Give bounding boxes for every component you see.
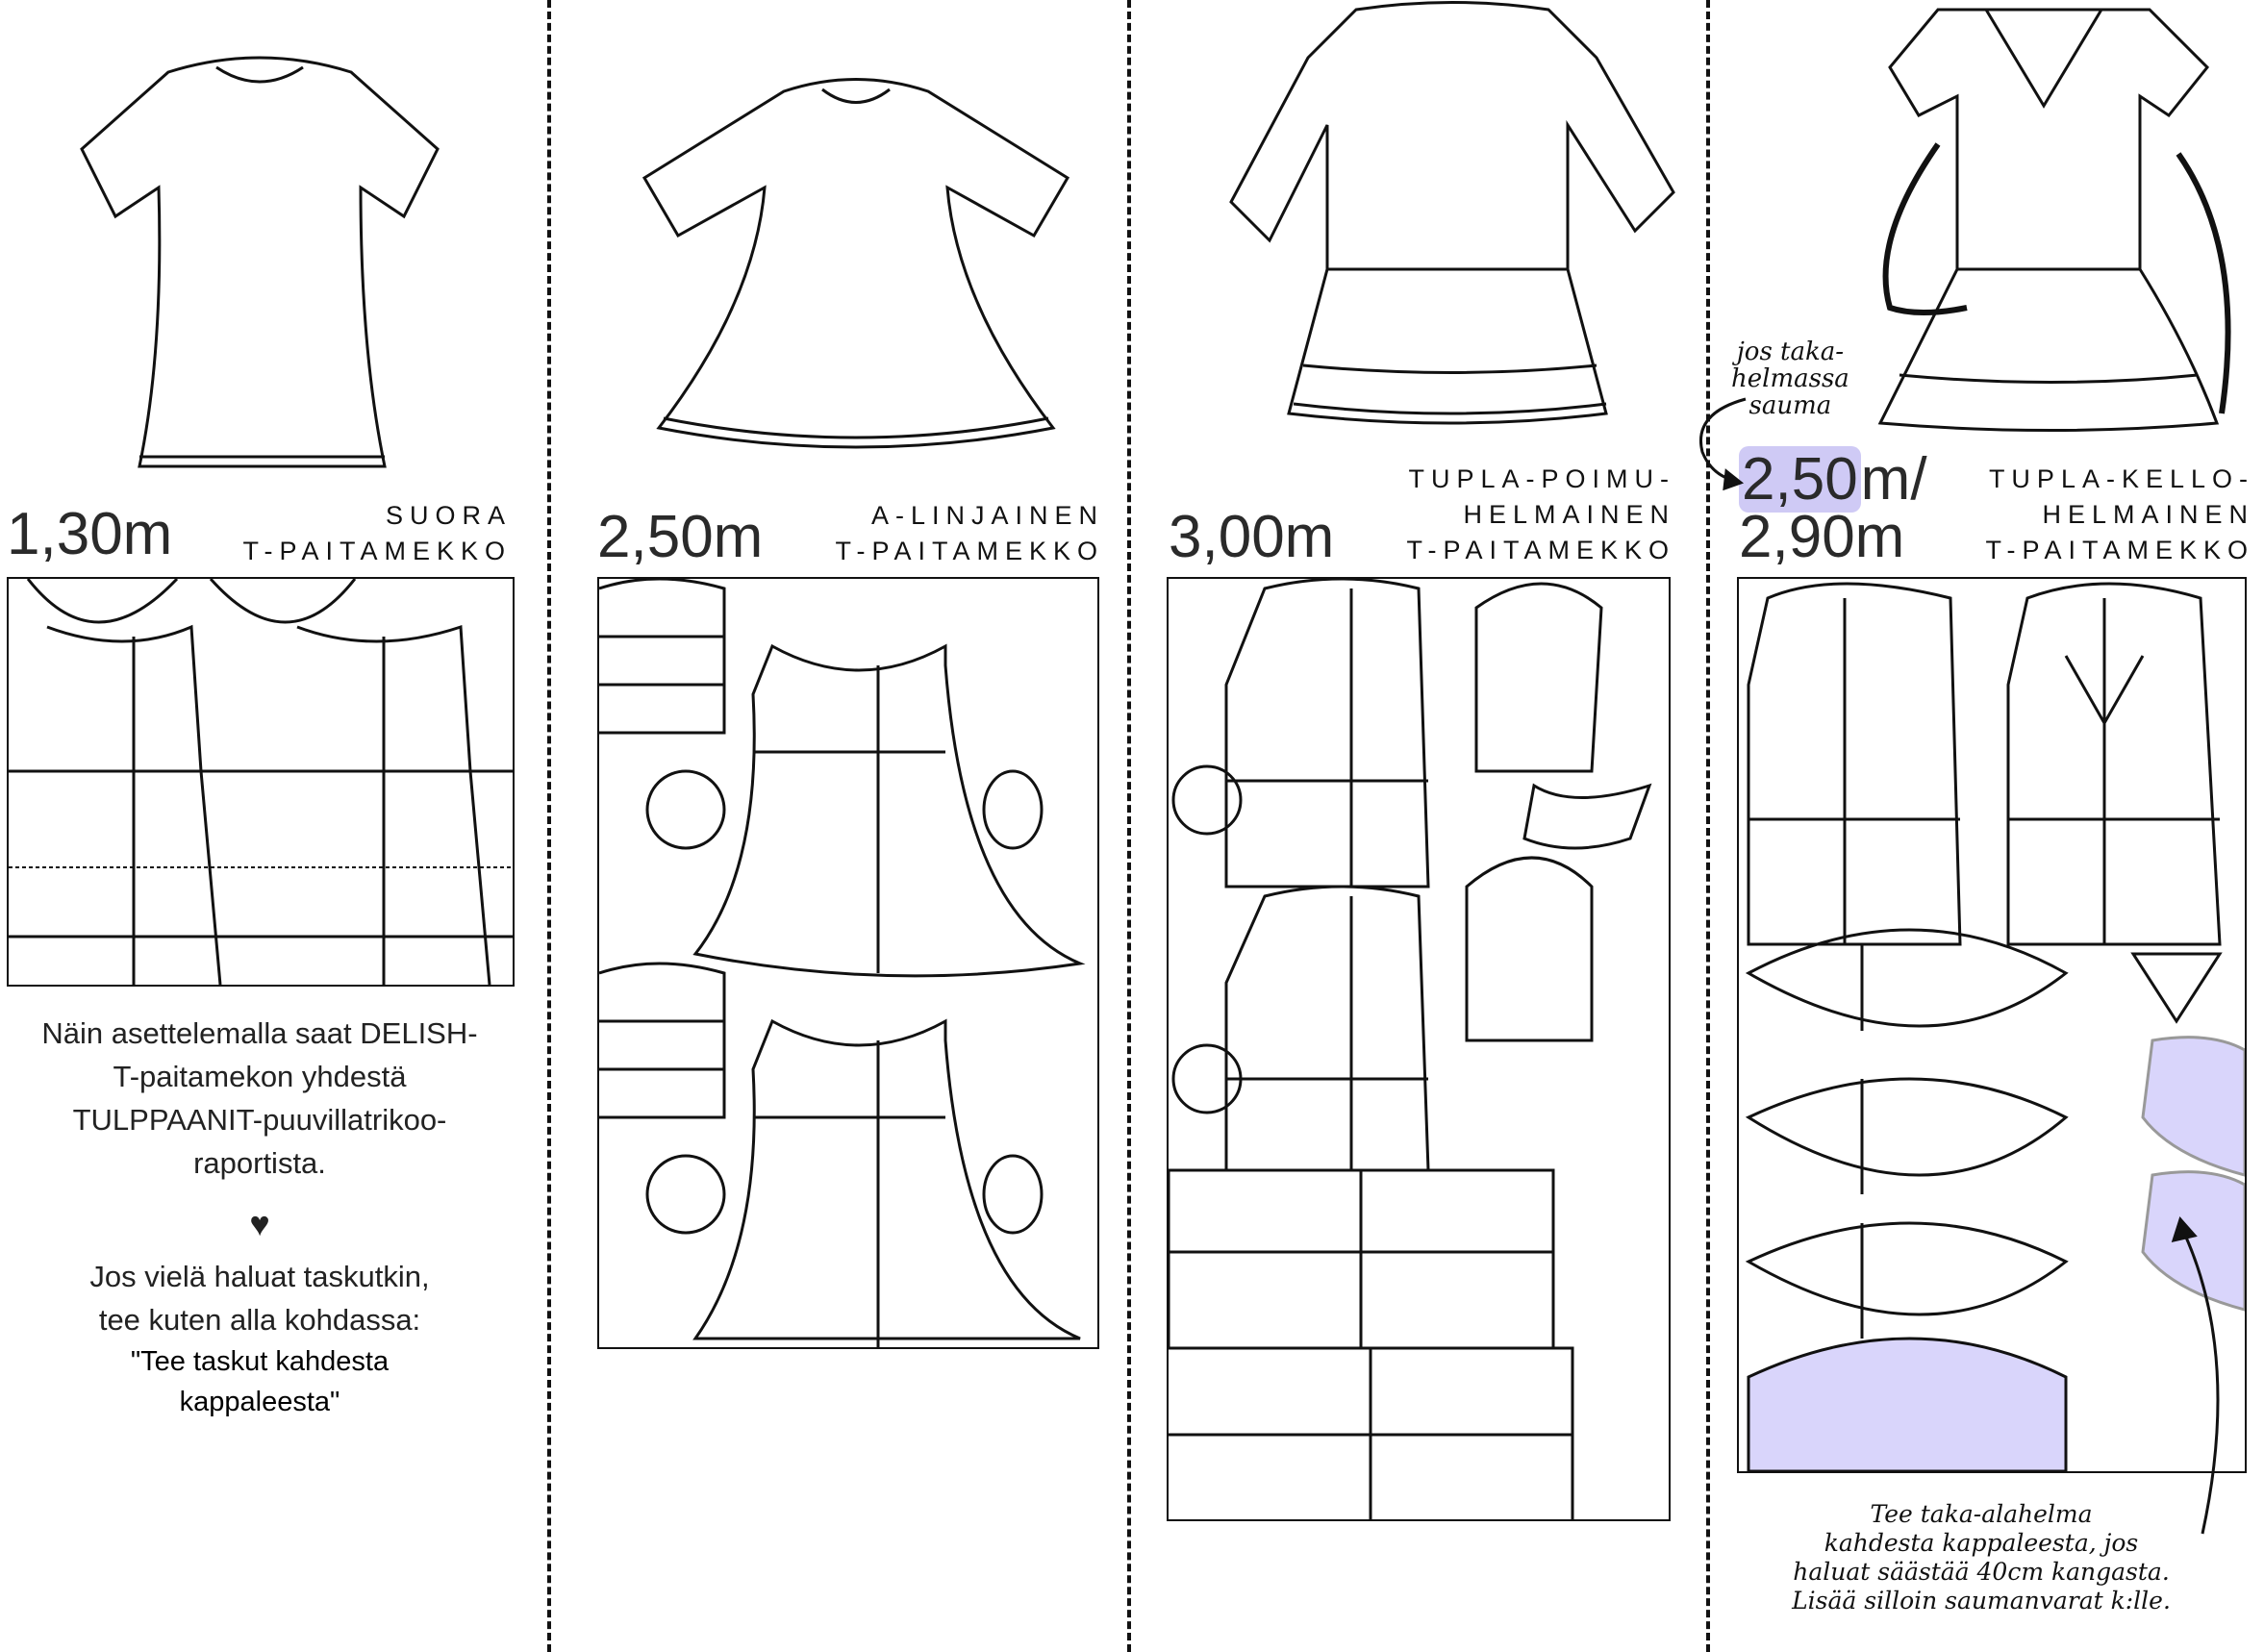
layout-description: Näin asettelemalla saat DELISH- T-paitam… [41, 1016, 478, 1180]
column-divider [1706, 0, 1710, 1652]
pocket-note: Jos vielä haluat taskutkin, tee kuten al… [89, 1260, 430, 1337]
fabric-amount-second: 2,90m [1739, 504, 1905, 570]
cutting-layout-straight [7, 577, 515, 987]
double-ruffle-dress-illustration [1229, 1, 1675, 425]
fabric-amount: 2,50m [597, 504, 764, 570]
column-divider [1127, 0, 1131, 1652]
cutting-layout-double-ruffle [1167, 577, 1671, 1521]
double-flounce-dress-illustration [1877, 8, 2231, 432]
straight-dress-illustration [80, 56, 440, 468]
pocket-quote: "Tee taskut kahdesta kappaleesta" [130, 1346, 390, 1417]
cutting-layout-a-line [597, 577, 1099, 1349]
fabric-amount: 1,30m [7, 501, 173, 567]
a-line-dress-illustration [641, 78, 1070, 449]
fabric-amount: 3,00m [1169, 504, 1335, 570]
fabric-amount: 2,50m/ [1739, 446, 1927, 513]
back-hem-note: Tee taka-alahelma kahdesta kappaleesta, … [1792, 1500, 2171, 1614]
arrow-icon [2171, 1216, 2220, 1535]
column-divider [547, 0, 551, 1652]
highlighted-amount: 2,50 [1739, 446, 1861, 513]
heart-icon: ♥ [249, 1204, 270, 1243]
cutting-layout-double-flounce [1737, 577, 2247, 1473]
arrow-icon [1699, 397, 1747, 490]
